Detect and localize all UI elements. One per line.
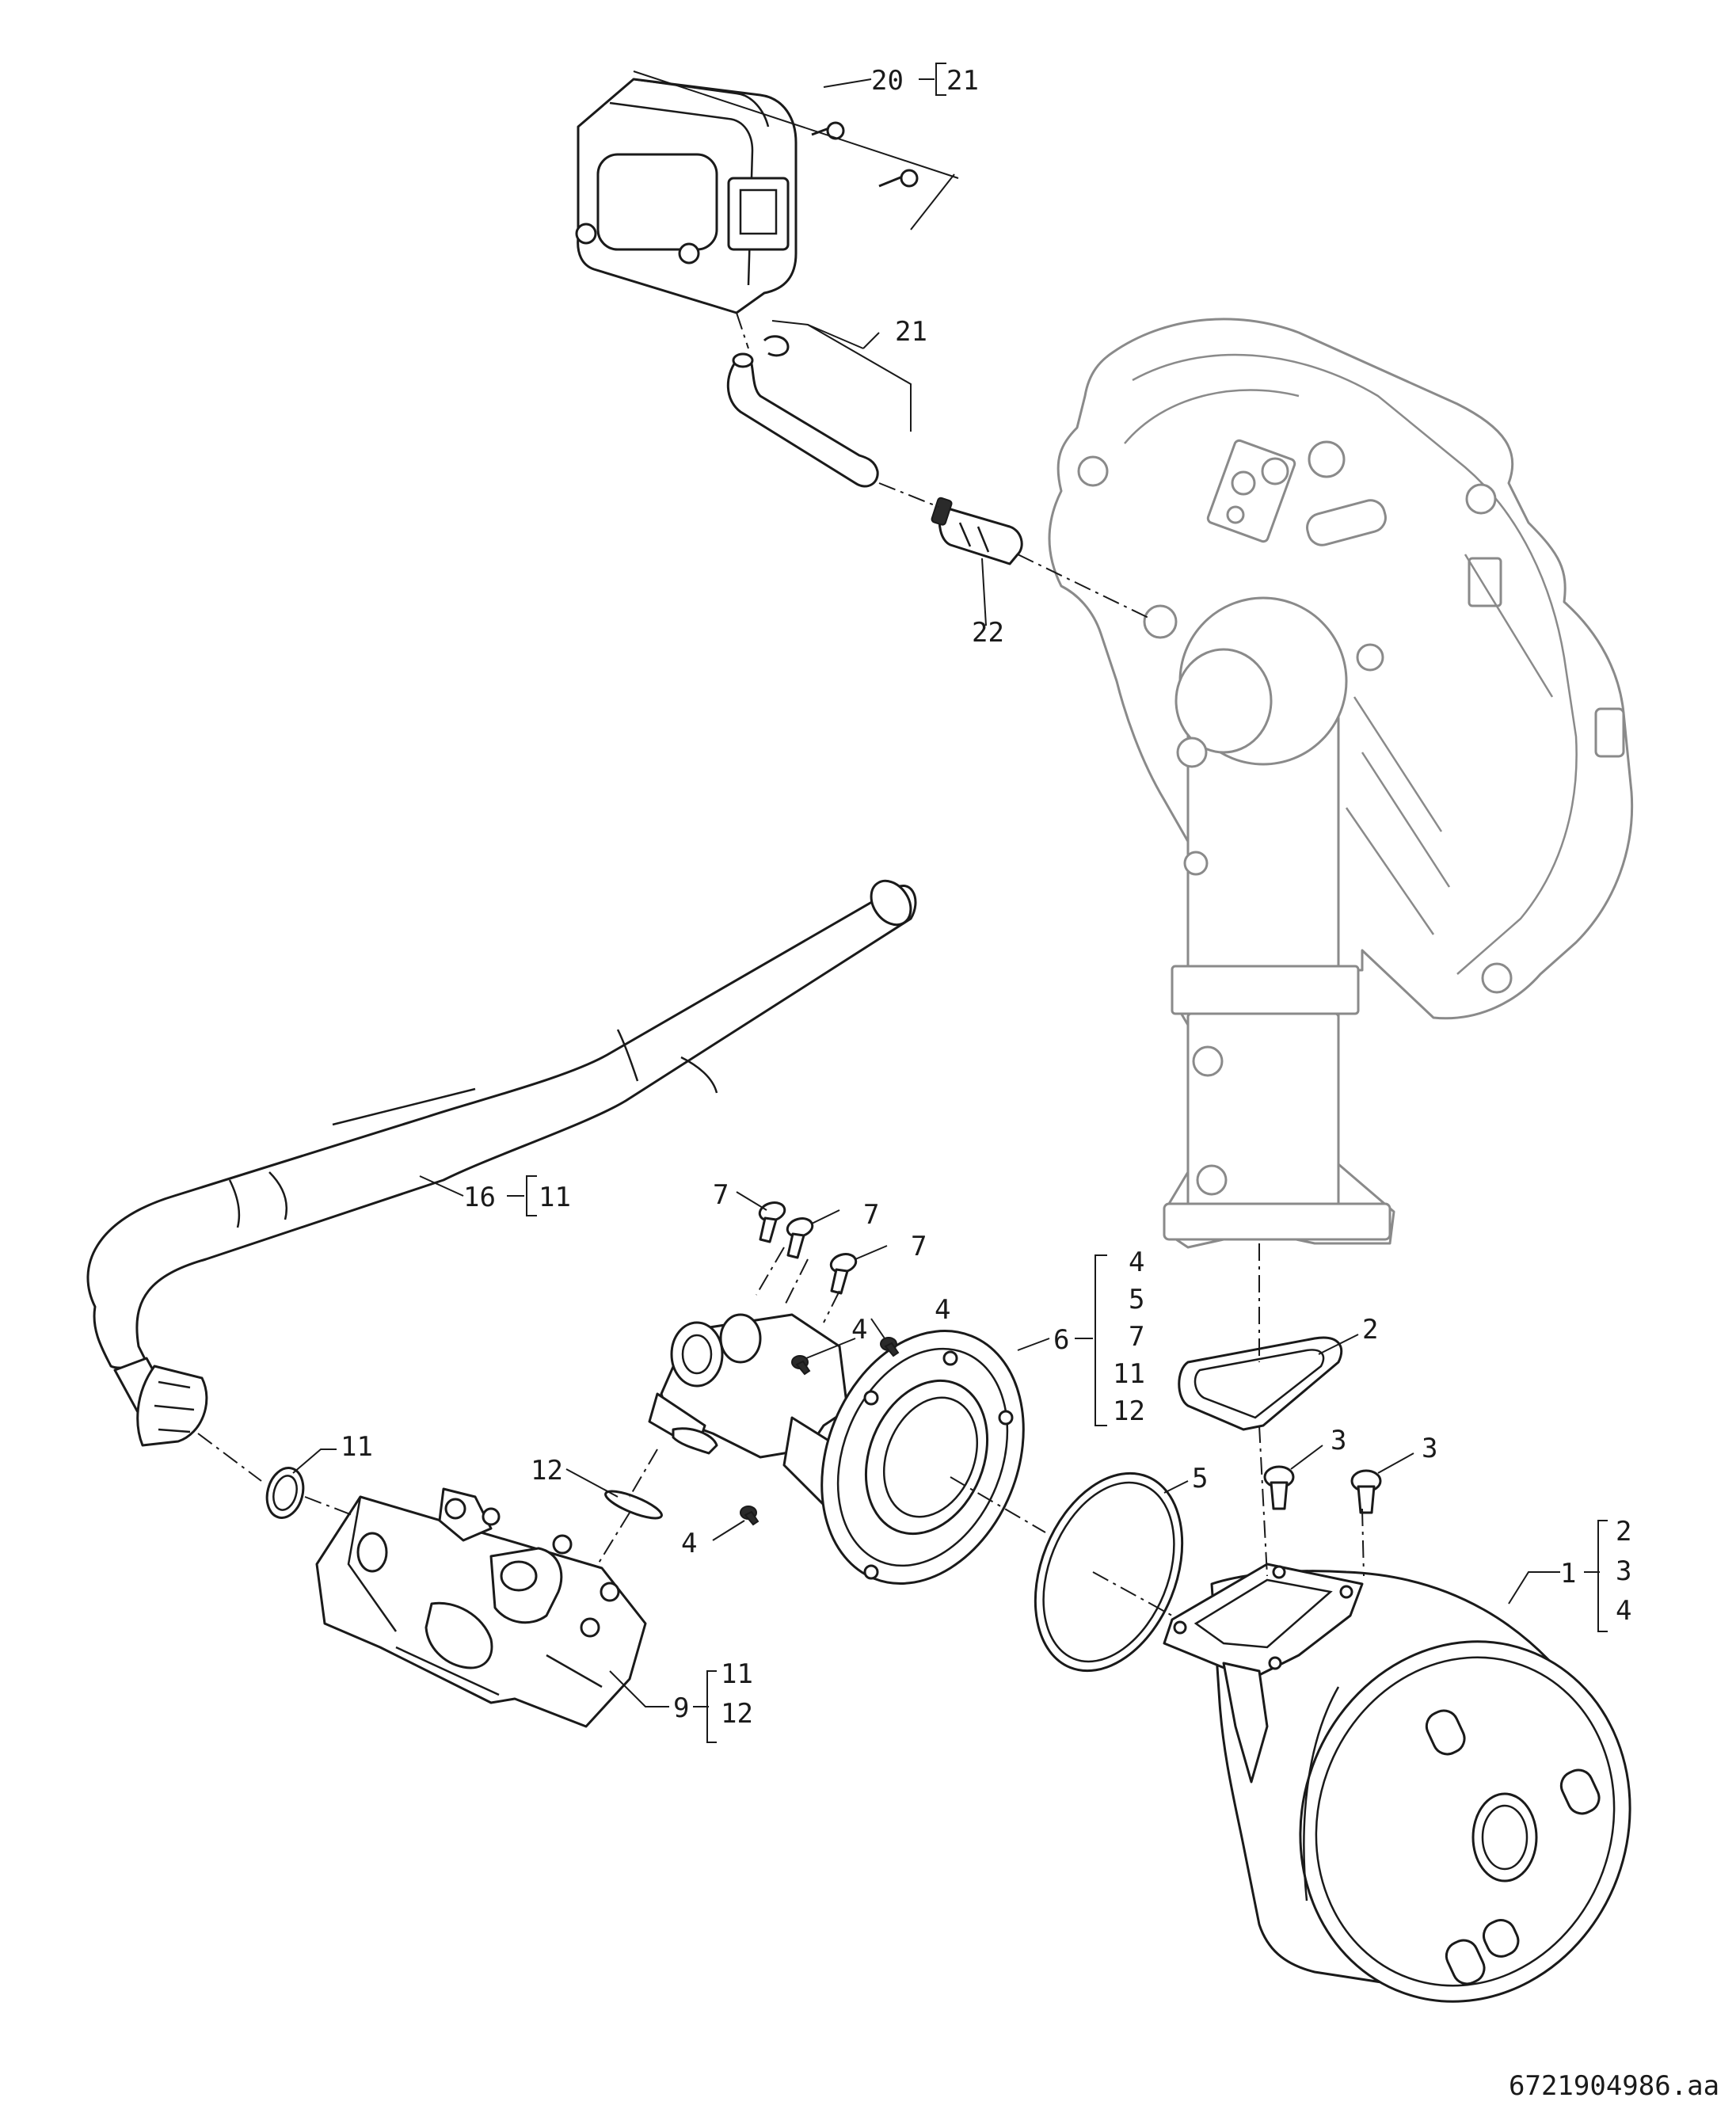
callout-20-ref: 21: [946, 65, 979, 97]
callout-9-ref-2: 12: [721, 1698, 753, 1730]
venturi-part-6: [648, 1313, 1025, 1585]
callout-7a: 7: [713, 1179, 729, 1211]
callout-20: 20: [871, 65, 904, 97]
seal-part-12: [604, 1490, 663, 1520]
drawing-id: 6721904986.aa: [1509, 2070, 1719, 2102]
screw-20a: [811, 121, 845, 140]
screw-7c: [829, 1253, 858, 1295]
callout-4b: 4: [935, 1294, 950, 1326]
callout-1-ref-3: 4: [1616, 1595, 1631, 1627]
fan-part-1: [1163, 1563, 1631, 2003]
screw-4c: [740, 1506, 760, 1526]
assembly-axis-lines: [197, 312, 1365, 1616]
callout-6-ref-2: 5: [1129, 1284, 1144, 1315]
gasket-part-2: [1178, 1336, 1343, 1431]
callout-6-ref-1: 4: [1129, 1247, 1144, 1278]
callout-12: 12: [531, 1455, 563, 1487]
callout-3a: 3: [1331, 1425, 1346, 1456]
leader-lines: [292, 63, 1608, 1743]
callout-6-ref-5: 12: [1113, 1395, 1145, 1427]
burner-housing: [1048, 318, 1634, 1249]
callout-6-ref-4: 11: [1113, 1358, 1145, 1390]
gas-pipe-part-16: [86, 879, 917, 1447]
control-box-part-20: [575, 70, 959, 314]
callout-4a: 4: [851, 1314, 867, 1346]
callout-16-ref: 11: [539, 1182, 571, 1213]
screw-7b: [786, 1217, 814, 1259]
callout-1: 1: [1560, 1558, 1576, 1589]
callout-22: 22: [972, 617, 1004, 649]
screw-3a: [1263, 1465, 1295, 1510]
o-ring-part-5: [1034, 1471, 1184, 1673]
callout-1-ref-2: 3: [1616, 1555, 1631, 1587]
screw-20b: [878, 169, 919, 188]
callout-3b: 3: [1422, 1433, 1437, 1464]
callout-6: 6: [1053, 1324, 1069, 1356]
screw-7a: [758, 1201, 786, 1243]
callout-9-ref-1: 11: [721, 1658, 753, 1690]
o-ring-part-11: [265, 1467, 305, 1519]
callout-1-ref-1: 2: [1616, 1516, 1631, 1547]
screw-4b: [791, 1355, 811, 1376]
gas-valve-part-9: [315, 1487, 647, 1728]
callout-9: 9: [673, 1692, 689, 1724]
callout-6-ref-3: 7: [1129, 1321, 1144, 1353]
callout-7b: 7: [863, 1199, 879, 1231]
callout-16: 16: [463, 1182, 496, 1213]
hose-part-21: [726, 335, 879, 488]
callout-11: 11: [341, 1431, 373, 1463]
screw-3b: [1350, 1469, 1382, 1514]
callout-2: 2: [1362, 1314, 1378, 1346]
callout-21: 21: [895, 316, 927, 348]
callout-4c: 4: [681, 1528, 697, 1559]
callout-labels: 20 21 21 22 16 11 7 7 7 4 4 4 6 4 5 7 11…: [341, 65, 1719, 2102]
sensor-part-22: [931, 497, 1023, 565]
callout-7c: 7: [911, 1231, 927, 1262]
screw-4a: [880, 1337, 900, 1357]
callout-5: 5: [1192, 1463, 1208, 1494]
